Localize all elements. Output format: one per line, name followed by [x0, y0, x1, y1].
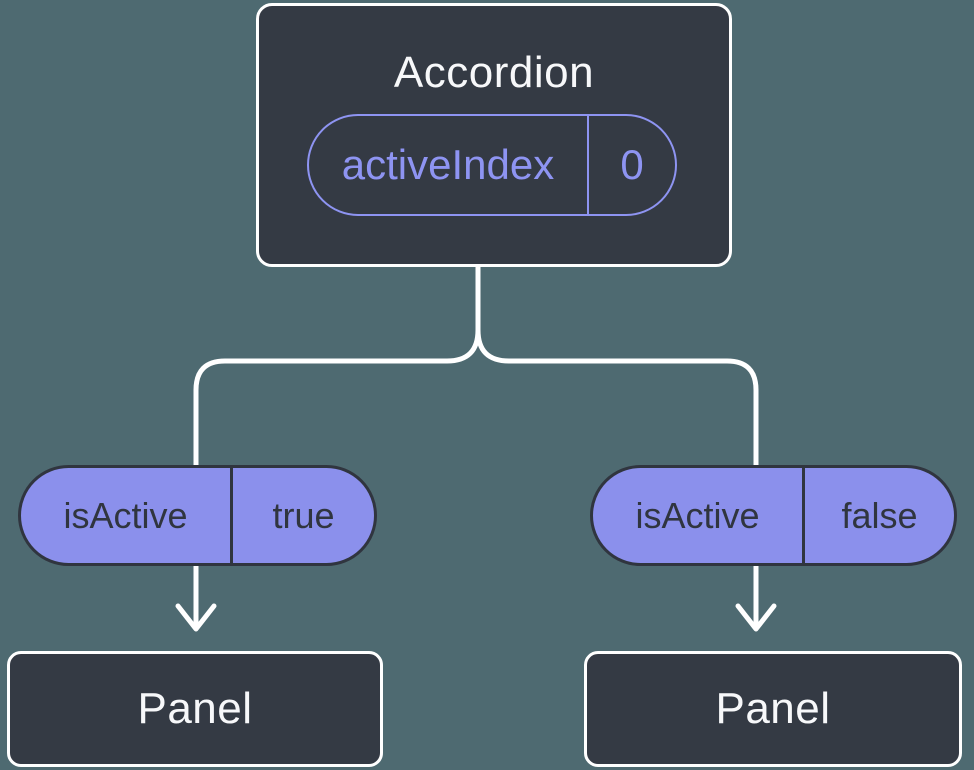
panel-title: Panel — [715, 684, 831, 733]
state-value: 0 — [620, 141, 644, 188]
arrow-down-icon — [735, 603, 777, 632]
accordion-node: Accordion activeIndex 0 — [256, 3, 732, 267]
prop-value: false — [841, 494, 918, 536]
prop-value: true — [272, 494, 335, 536]
wire-left-branch — [193, 263, 481, 629]
state-pill: activeIndex 0 — [307, 114, 677, 216]
prop-label: isActive — [593, 468, 805, 563]
prop-pill-isactive-true: isActive true — [18, 465, 377, 566]
arrow-down-icon — [175, 603, 217, 632]
prop-pill-isactive-false: isActive false — [590, 465, 957, 566]
panel-node-left: Panel — [7, 651, 383, 767]
state-label: activeIndex — [309, 116, 589, 214]
accordion-title: Accordion — [393, 48, 595, 97]
wire-right-branch — [475, 263, 759, 629]
panel-node-right: Panel — [584, 651, 962, 767]
panel-title: Panel — [137, 684, 253, 733]
prop-label: isActive — [21, 468, 233, 563]
